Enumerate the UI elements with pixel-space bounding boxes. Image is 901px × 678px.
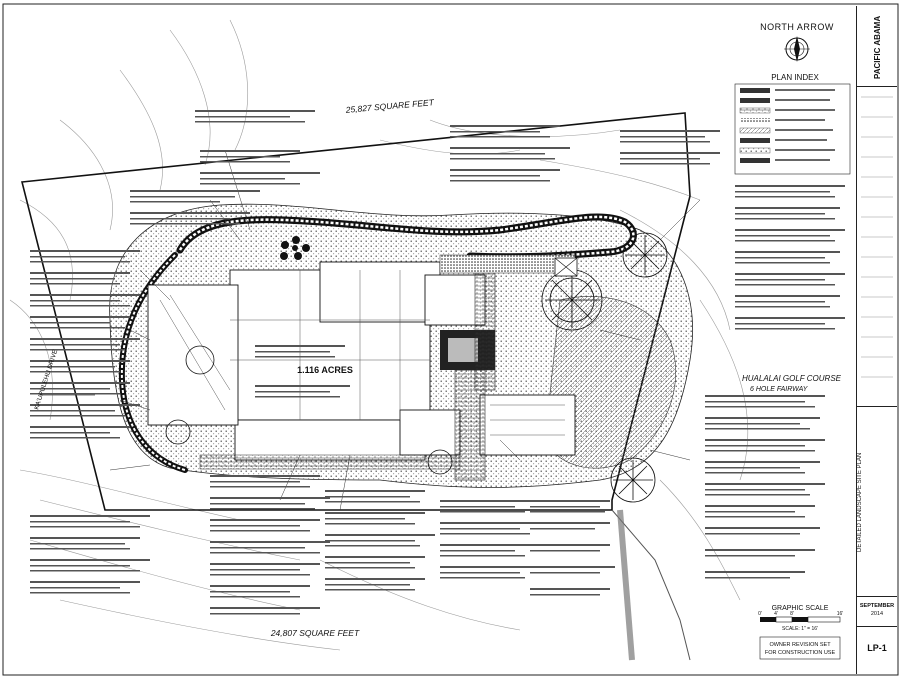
revision-table bbox=[857, 86, 897, 407]
plan-index-title: PLAN INDEX bbox=[771, 73, 819, 82]
property-line bbox=[20, 112, 691, 511]
fairway-label-secondary: 6 HOLE FAIRWAY bbox=[750, 386, 809, 393]
scale-note: SCALE: 1" = 16' bbox=[782, 626, 818, 632]
scale-tick-3: 16' bbox=[837, 611, 844, 617]
tree-symbols bbox=[165, 232, 668, 503]
plan-index-keyplan bbox=[734, 83, 851, 175]
owner-note-box bbox=[759, 636, 841, 660]
north-arrow-title: NORTH ARROW bbox=[760, 22, 834, 32]
drawing-title: DETAILED LANDSCAPE SITE PLAN bbox=[857, 452, 863, 552]
sheet-border bbox=[2, 3, 899, 676]
palm-cluster bbox=[280, 236, 310, 260]
owner-note-line-2: FOR CONSTRUCTION USE bbox=[765, 650, 836, 656]
road-label: KA'UPULEHU DRIVE bbox=[33, 348, 59, 410]
area-label-bottom: 24,807 SQUARE FEET bbox=[270, 628, 360, 638]
date-month: SEPTEMBER bbox=[859, 603, 895, 609]
graphic-scale-title: GRAPHIC SCALE bbox=[772, 605, 829, 612]
area-label-top: 25,827 SQUARE FEET bbox=[344, 97, 435, 115]
scale-tick-1: 4' bbox=[774, 611, 778, 617]
cart-path bbox=[617, 509, 635, 661]
plant-notes bbox=[30, 110, 845, 615]
owner-note-line-1: OWNER REVISION SET bbox=[769, 642, 831, 648]
scale-bar bbox=[760, 616, 841, 623]
scale-tick-0: 0' bbox=[758, 611, 762, 617]
date-year: 2014 bbox=[870, 611, 884, 617]
north-arrow-symbol bbox=[784, 36, 810, 62]
scale-tick-2: 8' bbox=[790, 611, 794, 617]
center-area-label: 1.116 ACRES bbox=[297, 365, 353, 375]
fairway-label-primary: HUALALAI GOLF COURSE bbox=[742, 374, 842, 383]
firm-name: PACIFIC ABAMA bbox=[872, 15, 882, 79]
title-block: PACIFIC ABAMA DETAILED LANDSCAPE SITE PL… bbox=[856, 6, 897, 674]
sheet-number: LP-1 bbox=[867, 643, 887, 653]
